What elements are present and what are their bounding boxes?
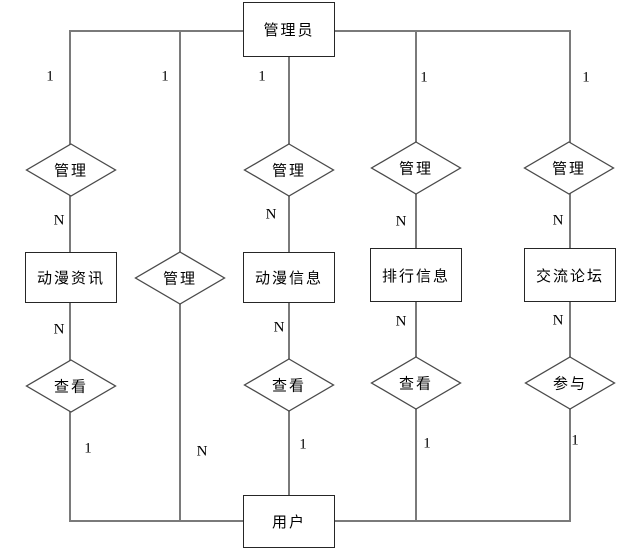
cardinality-label: N [265,206,277,223]
cardinality-label: N [196,443,208,460]
relation-join-forum-label: 参与 [552,374,588,393]
entity-anime-news: 动漫资讯 [25,252,117,303]
entity-forum: 交流论坛 [524,248,616,302]
relation-view-news: 查看 [25,359,117,413]
relation-manage-news: 管理 [25,143,117,197]
cardinality-label: N [273,319,285,336]
diamond-shape [25,359,117,413]
relation-view-info-label: 查看 [271,376,307,395]
cardinality-label: 1 [84,440,92,457]
diamond-shape [524,356,616,410]
cardinality-label: 1 [582,69,590,86]
relation-manage-info-label: 管理 [271,161,307,180]
cardinality-label: 1 [423,435,431,452]
entity-admin: 管理员 [243,2,335,57]
entity-anime-info: 动漫信息 [243,252,335,303]
relation-manage-info: 管理 [243,143,335,197]
relation-manage-center-label: 管理 [162,269,198,288]
entity-anime-info-label: 动漫信息 [254,269,323,287]
relation-view-news-label: 查看 [53,377,89,396]
cardinality-label: 1 [161,68,169,85]
entity-ranking-info: 排行信息 [370,248,462,302]
entity-user: 用户 [243,495,335,548]
diamond-shape [243,143,335,197]
diamond-shape [370,356,462,410]
relation-join-forum: 参与 [524,356,616,410]
entity-admin-label: 管理员 [263,21,315,39]
cardinality-label: N [552,212,564,229]
relation-view-rank-label: 查看 [398,374,434,393]
relation-manage-forum-label: 管理 [551,159,587,178]
relation-manage-rank: 管理 [370,141,462,195]
entity-user-label: 用户 [271,513,306,531]
relation-manage-rank-label: 管理 [398,159,434,178]
diamond-shape [134,251,226,305]
cardinality-label: 1 [571,432,579,449]
cardinality-label: N [53,321,65,338]
cardinality-label: N [552,312,564,329]
diamond-shape [243,358,335,412]
entity-anime-news-label: 动漫资讯 [36,269,105,287]
relation-manage-forum: 管理 [523,141,615,195]
entity-ranking-info-label: 排行信息 [381,266,450,285]
entity-forum-label: 交流论坛 [535,266,604,285]
cardinality-label: N [395,213,407,230]
diamond-shape [25,143,117,197]
diamond-shape [523,141,615,195]
cardinality-label: 1 [299,436,307,453]
relation-manage-center: 管理 [134,251,226,305]
cardinality-label: 1 [258,68,266,85]
cardinality-label: 1 [46,68,54,85]
relation-manage-news-label: 管理 [53,161,89,180]
cardinality-label: N [395,313,407,330]
cardinality-label: N [53,212,65,229]
cardinality-label: 1 [420,69,428,86]
relation-view-rank: 查看 [370,356,462,410]
diamond-shape [370,141,462,195]
relation-view-info: 查看 [243,358,335,412]
